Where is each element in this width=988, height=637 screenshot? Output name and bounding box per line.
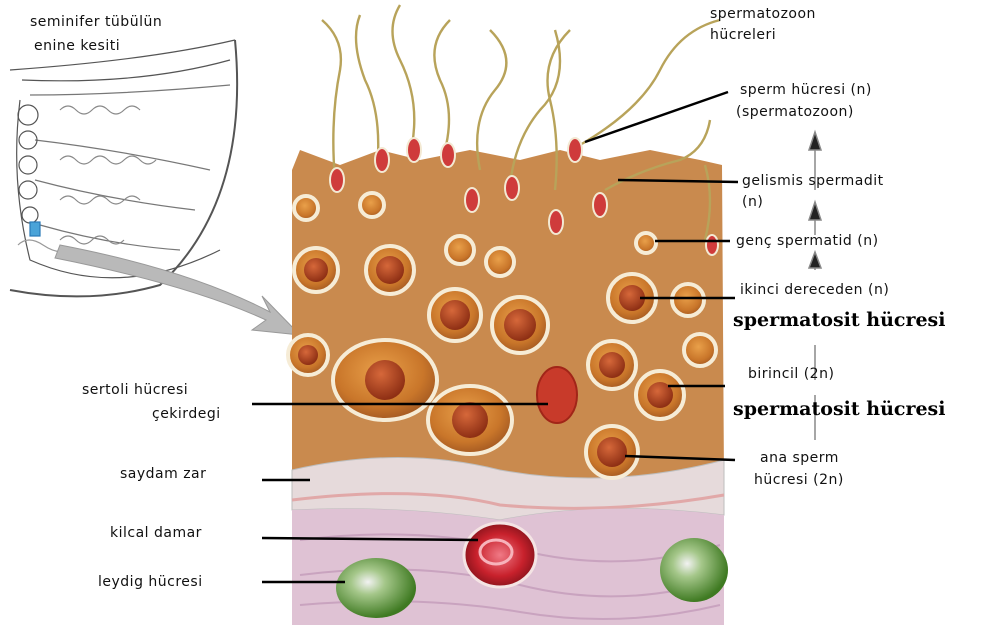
label-membrane: saydam zar [120, 466, 206, 483]
label-tubule-section-line2: enine kesiti [34, 38, 120, 55]
label-sertoli-line2: çekirdegi [152, 406, 221, 423]
zoom-arrow-icon [55, 245, 300, 335]
label-spermatozoon-cells-line1: spermatozoon [710, 6, 816, 23]
label-developed-spermatid-line1: gelismis spermadit [742, 173, 884, 190]
label-sertoli-line1: sertoli hücresi [82, 382, 188, 399]
label-secondary-line1: ikinci dereceden (n) [740, 282, 889, 299]
label-tubule-section-line1: seminifer tübülün [30, 14, 162, 31]
label-developed-spermatid-line2: (n) [742, 194, 763, 211]
label-primary-line2: spermatosit hücresi [733, 398, 945, 420]
sertoli-nucleus [537, 367, 577, 423]
label-mother-sperm-line1: ana sperm [760, 450, 839, 467]
tubule-cross-section [10, 40, 237, 296]
label-sperm-cell-line2: (spermatozoon) [736, 104, 854, 121]
label-mother-sperm-line2: hücresi (2n) [754, 472, 844, 489]
capillary-vessel [464, 523, 536, 587]
label-young-spermatid: genç spermatid (n) [736, 233, 879, 250]
label-leydig: leydig hücresi [98, 574, 203, 591]
label-spermatozoon-cells-line2: hücreleri [710, 27, 776, 44]
label-sperm-cell-line1: sperm hücresi (n) [740, 82, 872, 99]
label-primary-line1: birincil (2n) [748, 366, 834, 383]
label-secondary-line2: spermatosit hücresi [733, 309, 945, 331]
label-capillary: kilcal damar [110, 525, 202, 542]
